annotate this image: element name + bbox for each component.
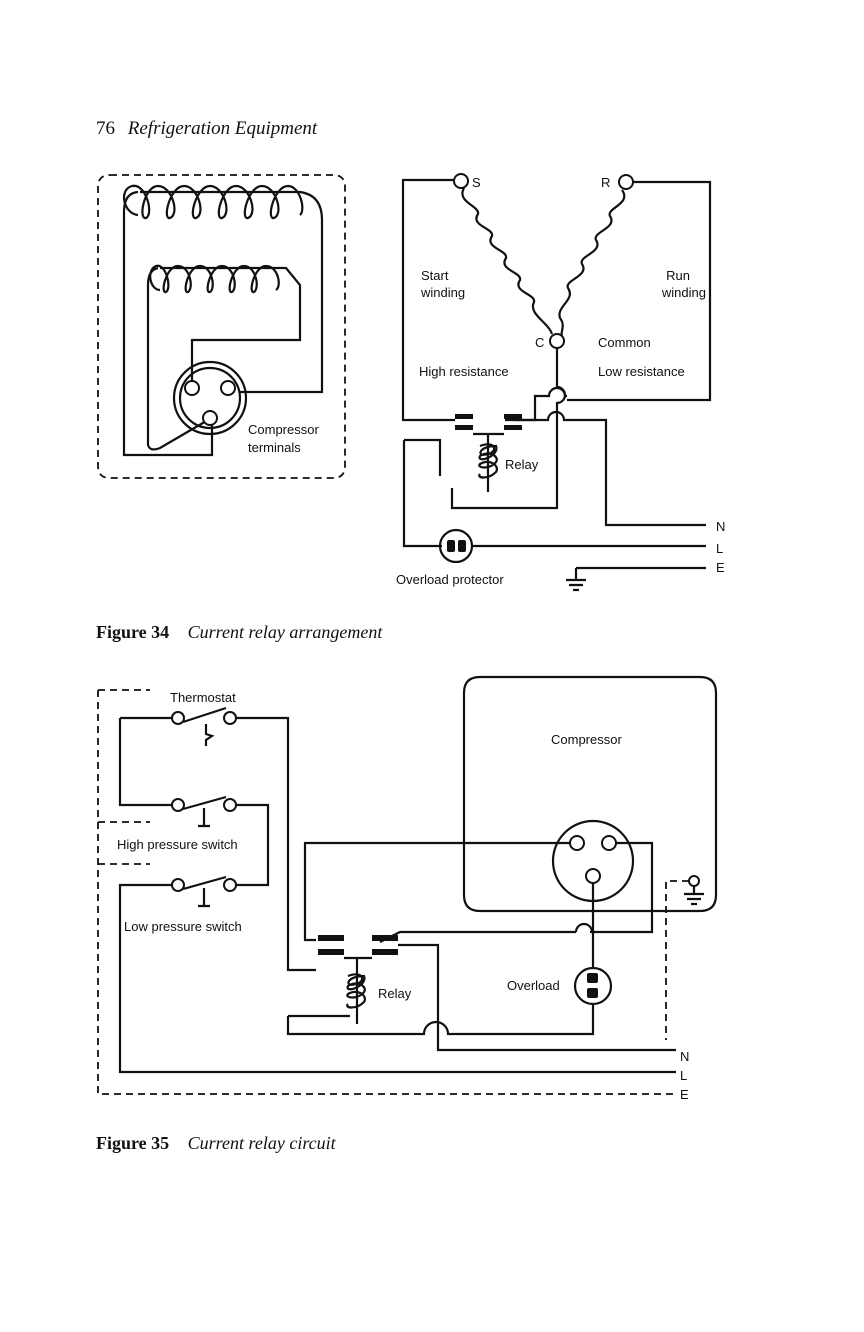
fig35-e-label: E bbox=[680, 1087, 689, 1102]
page-number: 76 bbox=[96, 118, 115, 139]
fig35-terminal-left bbox=[569, 835, 585, 851]
overload-protector-label: Overload protector bbox=[396, 572, 504, 587]
fig34-terminal-bottom bbox=[202, 410, 218, 426]
lp-switch-contact-left bbox=[171, 878, 185, 892]
fig34-terminal-left bbox=[184, 380, 200, 396]
overload-label: Overload bbox=[507, 978, 560, 993]
fig34-relay-contact-left-top bbox=[455, 414, 473, 419]
fig34-relay-coil bbox=[478, 443, 498, 479]
fig35-terminal-right bbox=[601, 835, 617, 851]
terminal-r-label: R bbox=[601, 175, 610, 190]
fig34-earth-symbol bbox=[566, 566, 706, 592]
figure35-caption: Figure 35 Current relay circuit bbox=[96, 1133, 336, 1154]
fig34-terminal-block bbox=[172, 360, 248, 436]
figure34-number: Figure 34 bbox=[96, 622, 170, 642]
fig34-terminal-right bbox=[220, 380, 236, 396]
terminal-c bbox=[549, 333, 565, 349]
run-winding-label-line1: Run bbox=[666, 268, 690, 283]
start-winding-coil bbox=[461, 187, 554, 335]
run-winding-label-line2: winding bbox=[661, 285, 706, 300]
fig34-n-label: N bbox=[716, 519, 725, 534]
running-title: Refrigeration Equipment bbox=[127, 118, 318, 139]
terminal-c-label: C bbox=[535, 335, 544, 350]
fig35-relay-contact-right-bottom bbox=[372, 949, 398, 955]
hp-switch-contact-left bbox=[171, 798, 185, 812]
fig34-compressor-terminals-diagram: Compressor terminals bbox=[97, 174, 346, 479]
compressor-label: Compressor bbox=[551, 732, 622, 747]
hp-switch-contact-right bbox=[223, 798, 237, 812]
high-pressure-switch-label: High pressure switch bbox=[117, 837, 238, 852]
fig35-relay-contact-left-top bbox=[318, 935, 344, 941]
figure34-caption: Figure 34 Current relay arrangement bbox=[96, 622, 382, 643]
figure35-number: Figure 35 bbox=[96, 1133, 170, 1153]
overload-protector bbox=[438, 528, 474, 564]
fig35-relay-contact-left-bottom bbox=[318, 949, 344, 955]
high-pressure-switch bbox=[182, 795, 227, 828]
start-winding-label-line2: winding bbox=[420, 285, 465, 300]
common-label: Common bbox=[598, 335, 651, 350]
fig34-relay-contact-right-bottom bbox=[504, 425, 522, 430]
thermostat-switch bbox=[182, 706, 227, 746]
fig35-circuit-diagram: Thermostat High pressure switch Low pres… bbox=[97, 675, 718, 1102]
low-pressure-switch-label: Low pressure switch bbox=[124, 919, 242, 934]
thermostat-contact-left bbox=[171, 711, 185, 725]
terminal-r bbox=[618, 174, 634, 190]
fig35-relay-label: Relay bbox=[378, 986, 412, 1001]
thermostat-contact-right bbox=[223, 711, 237, 725]
fig35-overload bbox=[573, 966, 613, 1006]
fig34-relay-label: Relay bbox=[505, 457, 539, 472]
terminal-s bbox=[453, 173, 469, 189]
high-resistance-label: High resistance bbox=[419, 364, 509, 379]
fig34-small-coil bbox=[149, 264, 280, 294]
terminal-s-label: S bbox=[472, 175, 481, 190]
fig35-n-label: N bbox=[680, 1049, 689, 1064]
start-winding-label-line1: Start bbox=[421, 268, 449, 283]
fig34-e-label: E bbox=[716, 560, 725, 575]
compressor-housing bbox=[462, 675, 718, 913]
compressor-terminals-line2: terminals bbox=[248, 440, 301, 455]
run-winding-coil bbox=[558, 189, 626, 337]
fig35-relay-contact-right-top bbox=[372, 935, 398, 941]
fig35-relay-coil bbox=[346, 973, 366, 1009]
low-pressure-switch bbox=[182, 875, 227, 908]
running-head: 76 Refrigeration Equipment bbox=[96, 118, 317, 140]
fig34-relay-arrangement-diagram: S R C Start winding Run winding Common H… bbox=[396, 173, 725, 592]
fig35-l-label: L bbox=[680, 1068, 687, 1083]
lp-switch-contact-right bbox=[223, 878, 237, 892]
fig35-earth-terminal bbox=[688, 875, 700, 887]
thermostat-label: Thermostat bbox=[170, 690, 236, 705]
fig35-earth-symbol bbox=[684, 886, 704, 906]
fig35-terminal-bottom bbox=[585, 868, 601, 884]
figure35-caption-text: Current relay circuit bbox=[187, 1133, 336, 1153]
fig34-relay-contact-right-top bbox=[504, 414, 522, 419]
fig34-large-coil bbox=[122, 184, 304, 220]
figure34-caption-text: Current relay arrangement bbox=[187, 622, 383, 642]
low-resistance-label: Low resistance bbox=[598, 364, 685, 379]
fig34-relay-contact-left-bottom bbox=[455, 425, 473, 430]
compressor-terminals-line1: Compressor bbox=[248, 422, 319, 437]
fig34-l-label: L bbox=[716, 541, 723, 556]
